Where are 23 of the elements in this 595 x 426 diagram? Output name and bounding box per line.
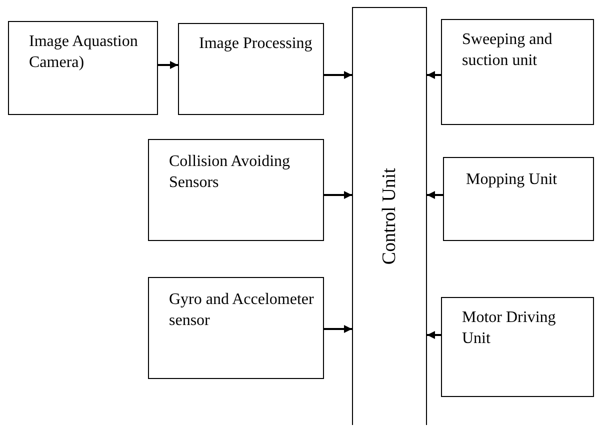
arrow xyxy=(324,191,352,199)
arrow xyxy=(324,325,352,333)
node-label: Image Processing xyxy=(199,34,314,54)
node-label: Sweeping and suction unit xyxy=(462,30,554,71)
process-box xyxy=(441,297,594,397)
process-box xyxy=(148,139,324,241)
node-label: Motor Driving Unit xyxy=(462,308,557,349)
arrow xyxy=(427,191,443,199)
process-box xyxy=(8,21,158,115)
process-box xyxy=(178,23,324,115)
process-box xyxy=(443,157,594,241)
node-label: Image Aquastion Camera) xyxy=(29,32,139,73)
node-label: Gyro and Accelometer sensor xyxy=(169,290,315,331)
arrow xyxy=(324,71,352,79)
arrow xyxy=(158,61,178,69)
arrow xyxy=(427,71,441,79)
control-unit-box xyxy=(352,7,427,425)
arrow xyxy=(427,331,441,339)
node-label: Control Unit xyxy=(378,168,401,265)
process-box xyxy=(148,277,324,379)
node-label: Mopping Unit xyxy=(466,170,558,190)
node-label: Collision Avoiding Sensors xyxy=(169,152,292,193)
process-box xyxy=(441,19,594,125)
